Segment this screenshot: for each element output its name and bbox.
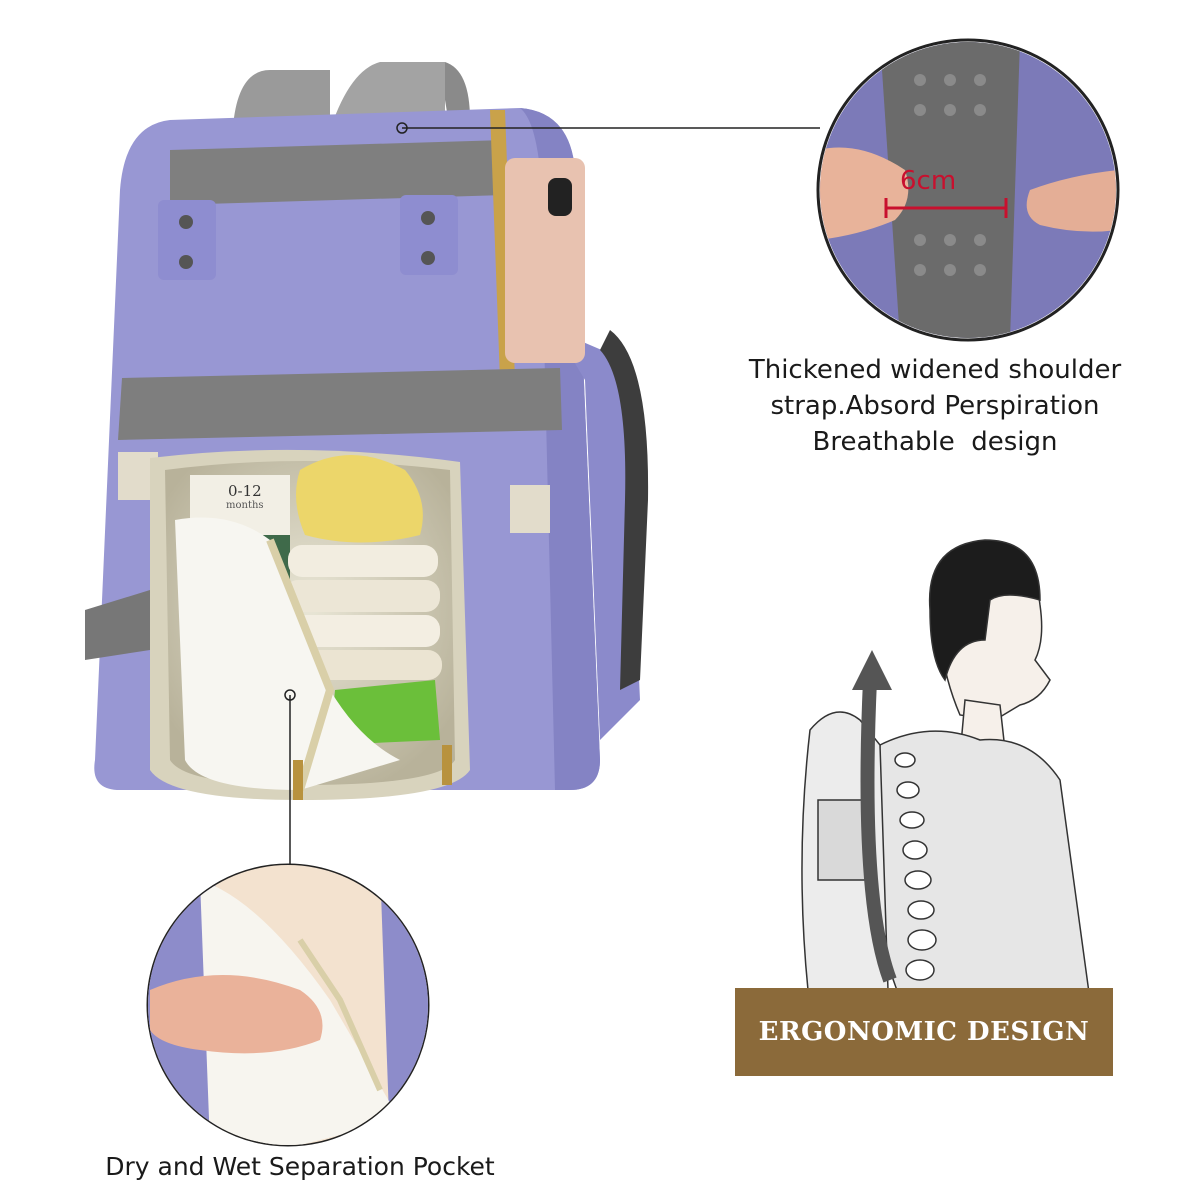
strap-detail-circle [816, 38, 1120, 342]
formula-unit-label: months [226, 500, 264, 511]
ergonomic-banner-text: ERGONOMIC DESIGN [758, 1017, 1090, 1047]
strap-caption-line-1: Thickened widened shoulder [748, 355, 1122, 385]
formula-age-label: 0-12 [228, 482, 262, 500]
ergonomic-illustration [801, 539, 1091, 1021]
strap-caption-line-2: strap.Absord Perspiration [770, 391, 1100, 421]
backpack-body [85, 108, 649, 800]
pocket-detail-circle [146, 863, 430, 1147]
strap-width-label: 6cm [900, 166, 957, 196]
strap-caption: Thickened widened shoulder strap.Absord … [700, 352, 1170, 460]
ergonomic-banner: ERGONOMIC DESIGN [735, 988, 1113, 1076]
pocket-caption: Dry and Wet Separation Pocket [105, 1152, 495, 1181]
strap-caption-line-3: Breathable design [812, 427, 1058, 457]
